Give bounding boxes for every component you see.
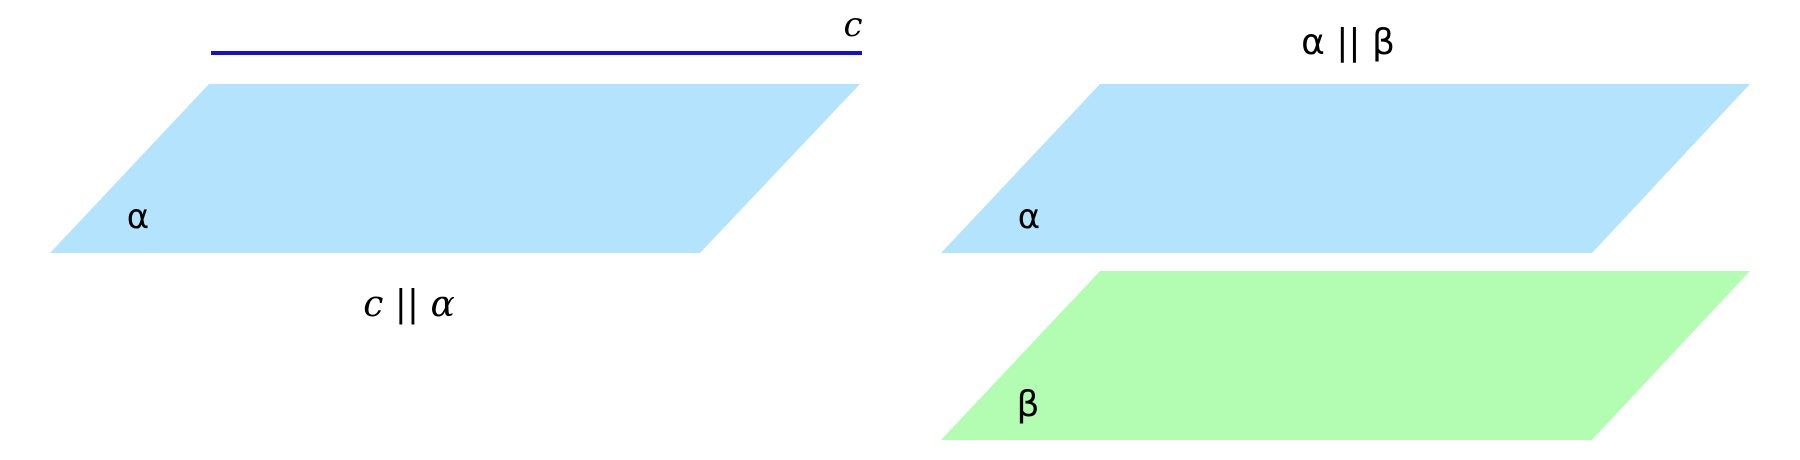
right-figure: α || β α β	[941, 22, 1750, 440]
plane-alpha-right-label: α	[1018, 197, 1040, 237]
left-caption: c || α	[363, 284, 455, 325]
right-caption: α || β	[1301, 22, 1395, 63]
plane-alpha-left	[50, 84, 860, 253]
line-c-label: c	[843, 5, 862, 45]
plane-alpha-right	[941, 84, 1750, 253]
plane-beta-label: β	[1017, 384, 1040, 425]
left-caption-text: c || α	[363, 284, 455, 325]
plane-alpha-left-label: α	[127, 197, 149, 237]
plane-beta	[941, 271, 1750, 440]
left-figure: c α c || α	[50, 5, 863, 325]
